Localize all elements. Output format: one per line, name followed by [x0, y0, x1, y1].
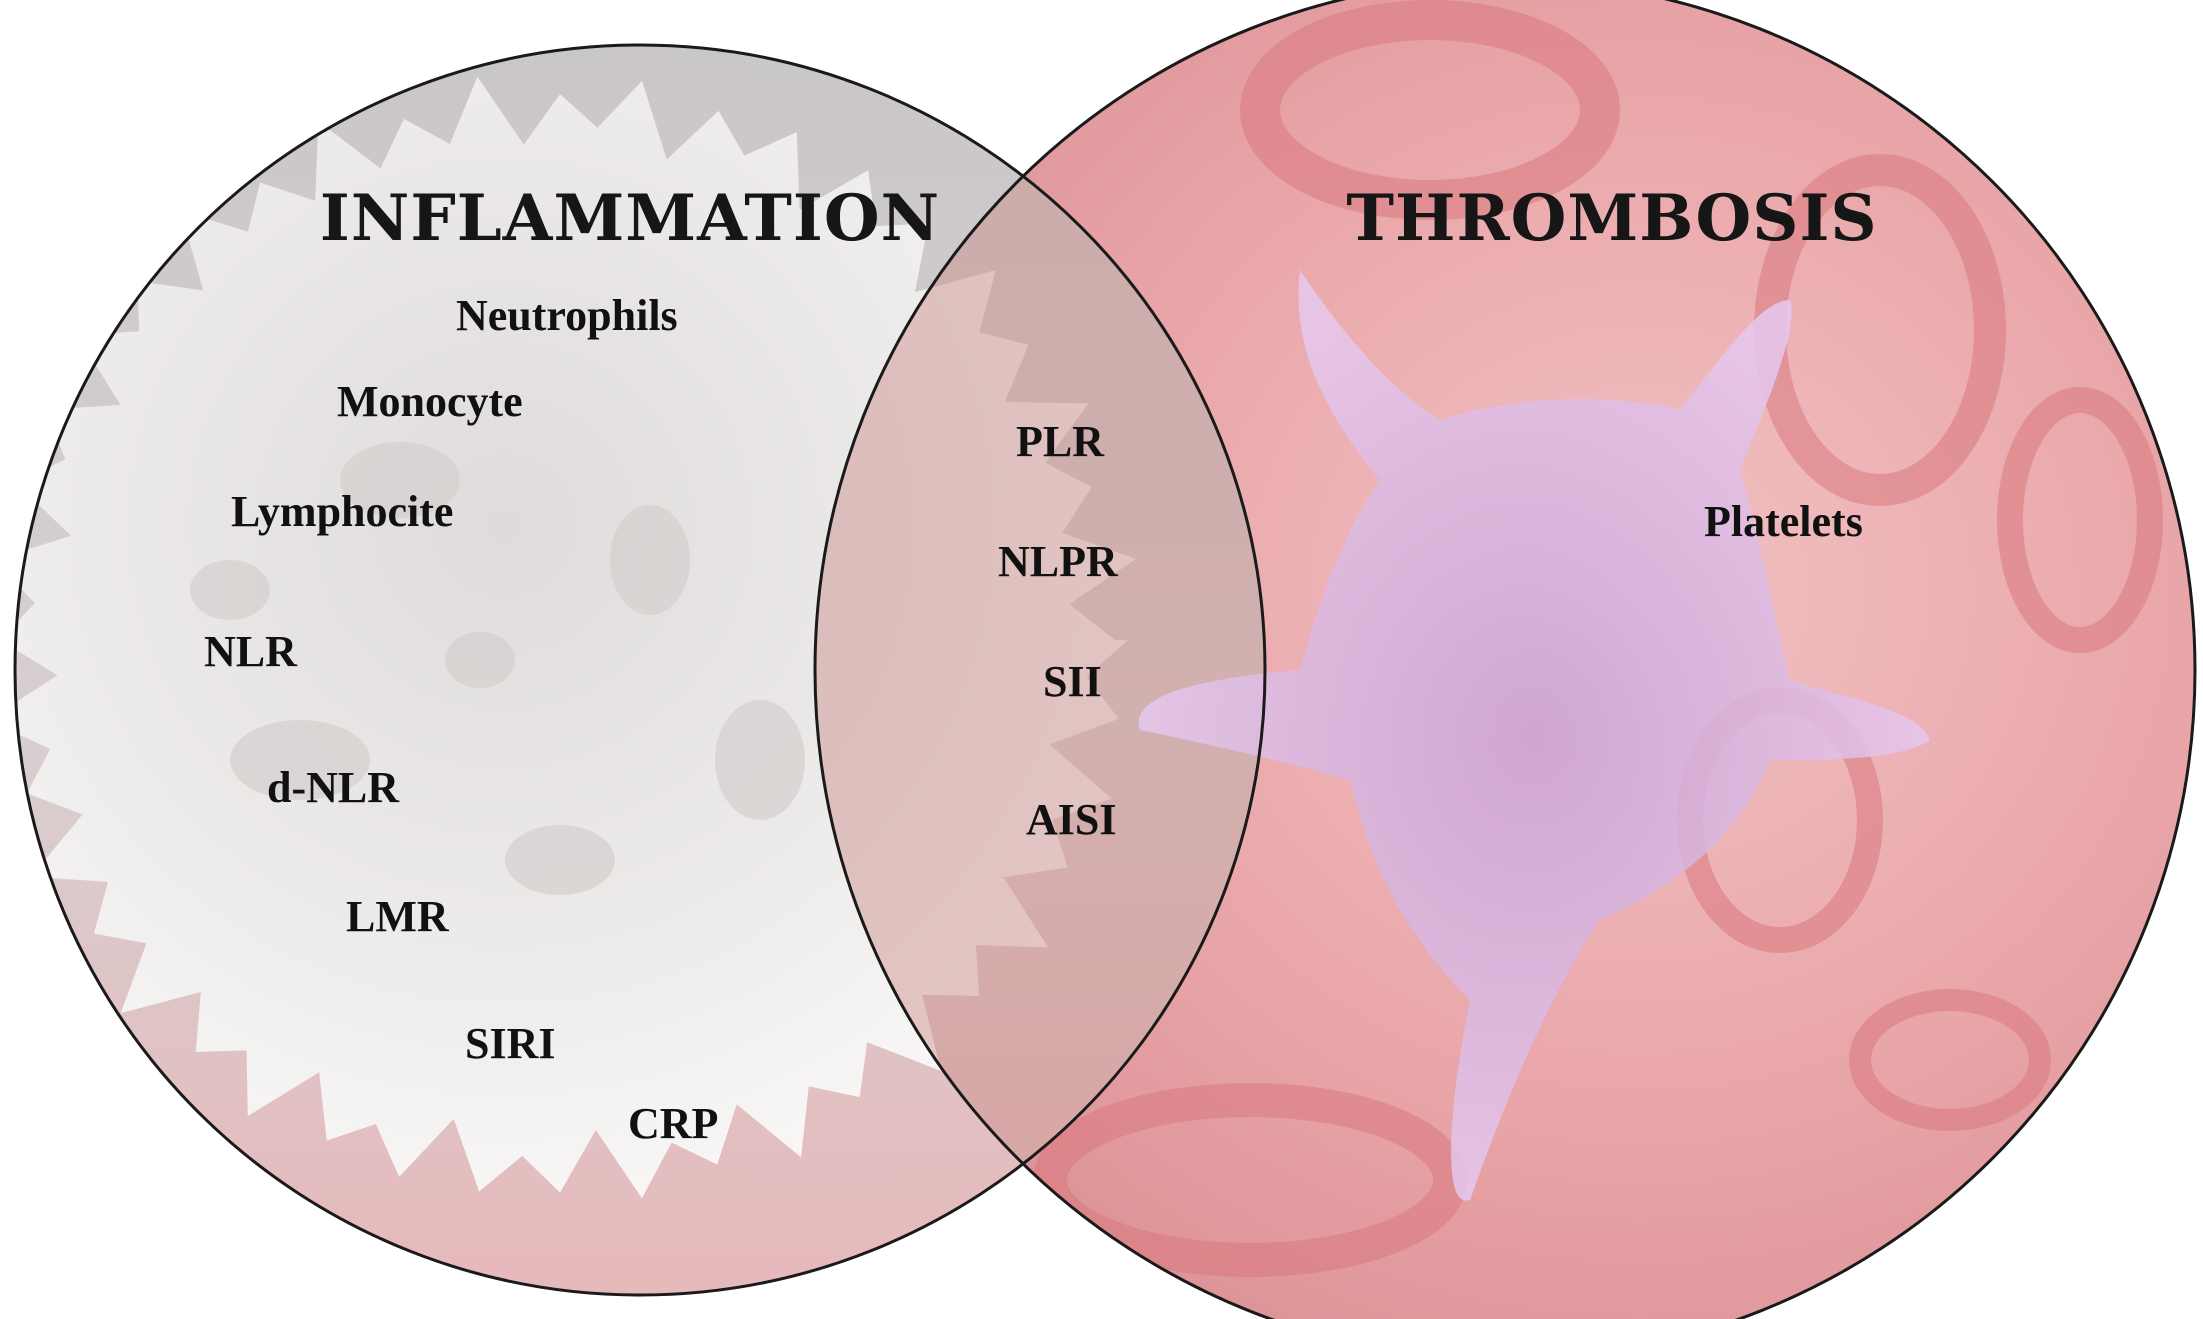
term-siri: SIRI	[465, 1019, 556, 1068]
inflammation-circle	[13, 43, 1267, 1297]
term-nlpr: NLPR	[998, 537, 1119, 586]
thrombosis-title: THROMBOSIS	[1346, 181, 1877, 256]
term-platelets: Platelets	[1704, 497, 1863, 546]
term-d-nlr: d-NLR	[267, 763, 400, 812]
term-nlr: NLR	[204, 627, 298, 676]
thrombosis-circle	[813, 0, 2197, 1319]
white-blood-cell-icon	[15, 76, 1136, 1199]
term-monocyte: Monocyte	[337, 377, 523, 426]
term-aisi: AISI	[1026, 795, 1117, 844]
term-plr: PLR	[1016, 417, 1105, 466]
term-crp: CRP	[628, 1099, 718, 1148]
term-lmr: LMR	[346, 892, 450, 941]
inflammation-title: INFLAMMATION	[320, 181, 940, 256]
inflammation-background	[15, 45, 1265, 1295]
term-sii: SII	[1043, 657, 1102, 706]
term-neutrophils: Neutrophils	[456, 291, 678, 340]
term-lymphocite: Lymphocite	[231, 487, 453, 536]
platelet-icon	[1138, 270, 1930, 1201]
